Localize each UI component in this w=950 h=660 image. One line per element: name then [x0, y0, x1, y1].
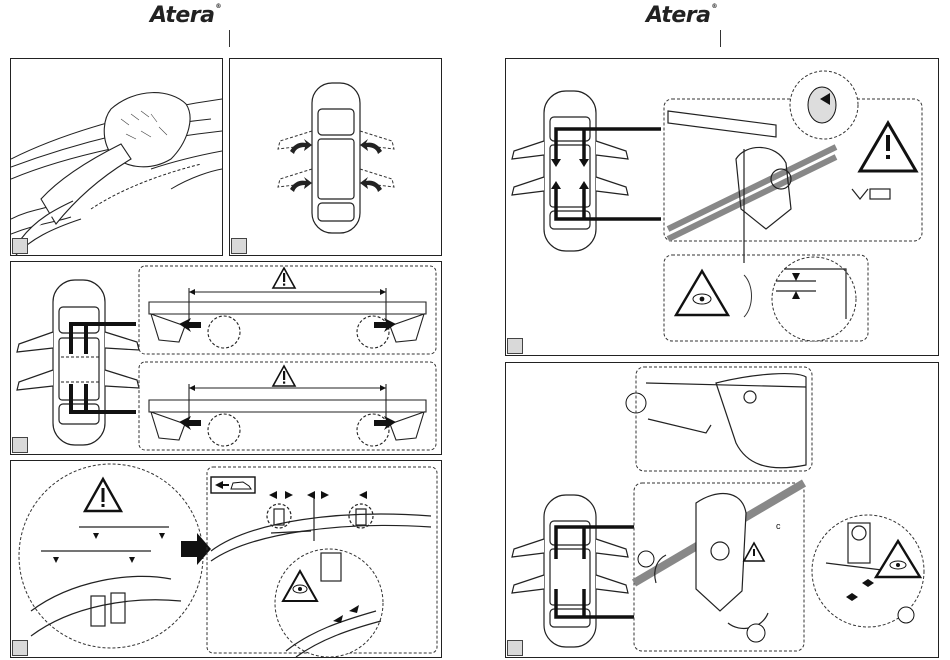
dimension-c-label: c — [776, 521, 781, 531]
step-1-clean-roof-panel — [10, 58, 223, 256]
step-5-foot-alignment-panel — [505, 58, 939, 356]
right-logo-rule — [720, 30, 721, 47]
foot-alignment-illustration — [506, 59, 938, 355]
bar-position-illustration — [11, 262, 441, 454]
step-2-marker — [231, 238, 247, 254]
right-brand-logo-text: Atera — [646, 3, 710, 28]
car-top-view — [17, 280, 139, 445]
lower-warning-icon — [273, 366, 295, 386]
right-brand-logo: Atera® — [646, 3, 717, 28]
allen-key-icon — [648, 419, 711, 433]
step-6-tightening-panel: c — [505, 362, 939, 658]
small-warning-icon — [744, 543, 764, 561]
step-2-open-doors-panel — [229, 58, 442, 256]
eye-warning-icon-right — [676, 271, 728, 315]
warning-triangle-icon — [860, 123, 916, 171]
step-4-marker — [12, 640, 28, 656]
cloth-hand-icon — [16, 93, 190, 255]
step-1-marker — [12, 238, 28, 254]
step-3-marker — [12, 437, 28, 453]
left-trademark: ® — [215, 3, 221, 10]
car-top-view-right-bottom — [512, 495, 628, 647]
car-top-doors-open-illustration — [230, 59, 441, 255]
step-4-mounting-panel — [10, 460, 442, 658]
step-5-marker — [507, 338, 523, 354]
bar-mounting-illustration — [11, 461, 441, 657]
car-direction-icon — [211, 477, 255, 493]
right-trademark: ® — [711, 3, 717, 10]
tightening-illustration: c — [506, 363, 938, 657]
left-brand-logo-text: Atera — [150, 3, 214, 28]
left-logo-rule — [229, 30, 230, 47]
step-6-marker — [507, 640, 523, 656]
lower-bar-detail — [149, 366, 426, 446]
step-3-bar-position-panel — [10, 261, 442, 455]
clean-roof-illustration — [11, 59, 222, 255]
left-brand-logo: Atera® — [150, 3, 221, 28]
upper-warning-icon — [273, 268, 295, 288]
upper-bar-detail — [149, 268, 426, 348]
car-top-view-right — [512, 91, 628, 251]
